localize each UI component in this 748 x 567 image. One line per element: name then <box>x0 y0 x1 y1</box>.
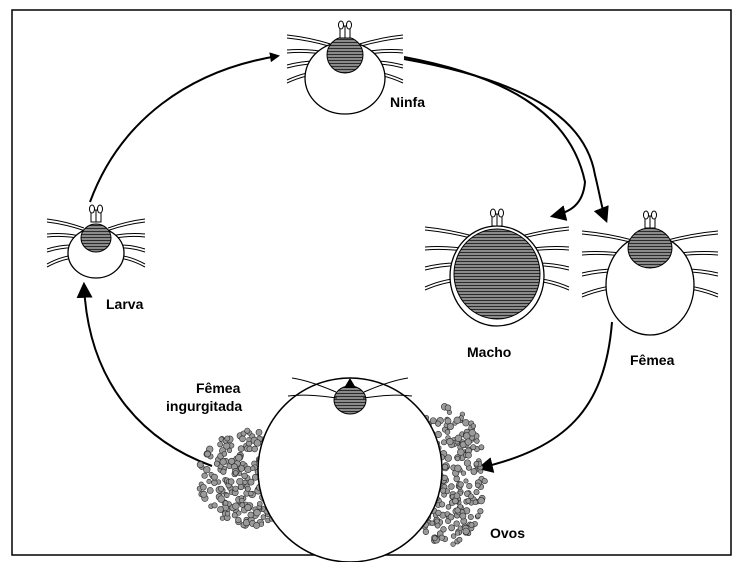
label-femea-ingurgitada-line1: Fêmea <box>196 380 240 397</box>
label-ninfa: Ninfa <box>390 94 425 111</box>
arrow-larva-to-ninfa <box>90 56 278 202</box>
arrow-ninfa-to-femea <box>404 59 606 220</box>
female-tick-icon <box>582 211 718 335</box>
larva-tick-icon <box>47 205 145 278</box>
engorged-female-tick-icon <box>258 378 442 562</box>
label-femea: Fêmea <box>630 352 674 369</box>
arrow-ingurgitada-to-larva <box>84 285 212 466</box>
label-femea-ingurgitada-line2: ingurgitada <box>166 398 242 415</box>
arrow-ninfa-to-macho <box>404 57 585 216</box>
label-macho: Macho <box>467 344 511 361</box>
nymph-tick-icon <box>287 21 403 114</box>
label-ovos: Ovos <box>490 525 525 542</box>
male-tick-icon <box>425 209 569 326</box>
label-larva: Larva <box>106 296 143 313</box>
